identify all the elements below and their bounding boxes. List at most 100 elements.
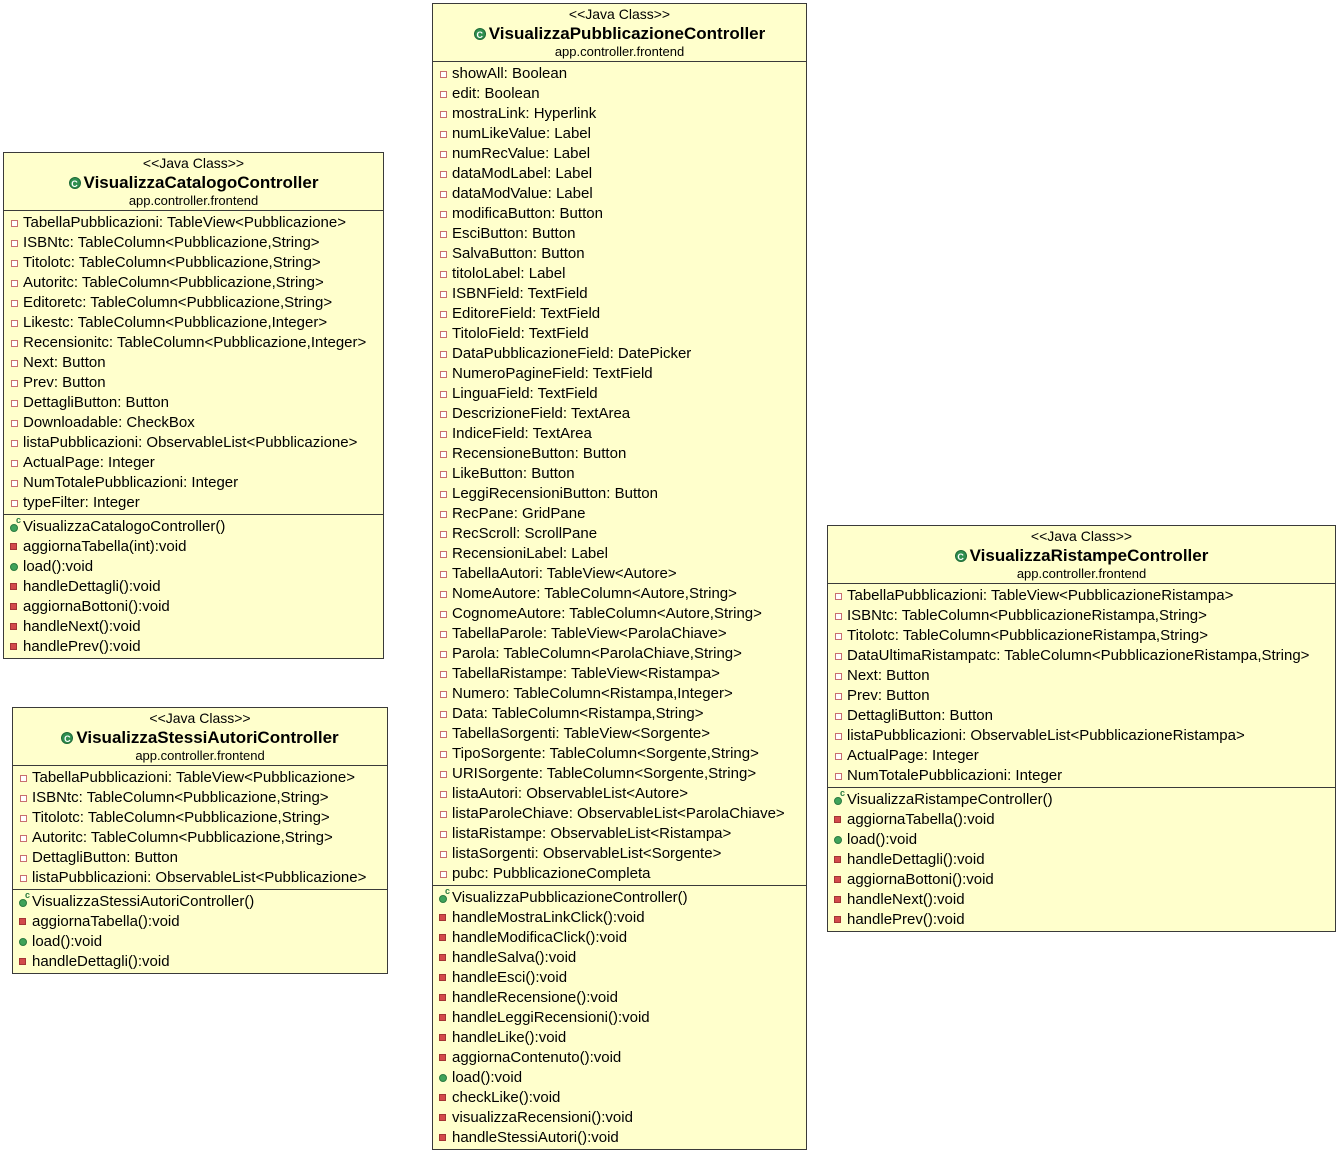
field-row[interactable]: TabellaSorgenti: TableView<Sorgente> [433, 724, 806, 744]
field-row[interactable]: TabellaPubblicazioni: TableView<Pubblica… [13, 768, 387, 788]
field-row[interactable]: mostraLink: Hyperlink [433, 104, 806, 124]
field-row[interactable]: Editoretc: TableColumn<Pubblicazione,Str… [4, 293, 383, 313]
field-row[interactable]: LikeButton: Button [433, 464, 806, 484]
field-row[interactable]: DataUltimaRistampatc: TableColumn<Pubbli… [828, 646, 1335, 666]
field-row[interactable]: RecensioniLabel: Label [433, 544, 806, 564]
field-row[interactable]: edit: Boolean [433, 84, 806, 104]
method-row[interactable]: handleDettagli():void [4, 577, 383, 597]
method-row[interactable]: load():void [4, 557, 383, 577]
field-row[interactable]: RecensioneButton: Button [433, 444, 806, 464]
method-row[interactable]: load():void [433, 1068, 806, 1088]
method-row[interactable]: VisualizzaPubblicazioneController() [433, 887, 806, 908]
method-row[interactable]: handleNext():void [4, 617, 383, 637]
field-row[interactable]: Likestc: TableColumn<Pubblicazione,Integ… [4, 313, 383, 333]
method-row[interactable]: handleDettagli():void [13, 952, 387, 972]
field-row[interactable]: TabellaPubblicazioni: TableView<Pubblica… [828, 586, 1335, 606]
field-row[interactable]: pubc: PubblicazioneCompleta [433, 864, 806, 884]
field-row[interactable]: typeFilter: Integer [4, 493, 383, 513]
method-row[interactable]: VisualizzaCatalogoController() [4, 516, 383, 537]
field-row[interactable]: Next: Button [4, 353, 383, 373]
field-row[interactable]: Next: Button [828, 666, 1335, 686]
field-row[interactable]: IndiceField: TextArea [433, 424, 806, 444]
field-row[interactable]: listaPubblicazioni: ObservableList<Pubbl… [4, 433, 383, 453]
method-row[interactable]: aggiornaTabella(int):void [4, 537, 383, 557]
field-row[interactable]: numLikeValue: Label [433, 124, 806, 144]
field-row[interactable]: ActualPage: Integer [828, 746, 1335, 766]
field-row[interactable]: NumTotalePubblicazioni: Integer [4, 473, 383, 493]
field-row[interactable]: listaSorgenti: ObservableList<Sorgente> [433, 844, 806, 864]
method-row[interactable]: aggiornaContenuto():void [433, 1048, 806, 1068]
field-row[interactable]: Autoritc: TableColumn<Pubblicazione,Stri… [13, 828, 387, 848]
field-row[interactable]: Titolotc: TableColumn<Pubblicazione,Stri… [13, 808, 387, 828]
method-row[interactable]: load():void [13, 932, 387, 952]
field-row[interactable]: modificaButton: Button [433, 204, 806, 224]
field-row[interactable]: Downloadable: CheckBox [4, 413, 383, 433]
field-row[interactable]: ISBNField: TextField [433, 284, 806, 304]
method-row[interactable]: checkLike():void [433, 1088, 806, 1108]
field-row[interactable]: listaPubblicazioni: ObservableList<Pubbl… [828, 726, 1335, 746]
field-row[interactable]: titoloLabel: Label [433, 264, 806, 284]
field-row[interactable]: EditoreField: TextField [433, 304, 806, 324]
field-row[interactable]: CognomeAutore: TableColumn<Autore,String… [433, 604, 806, 624]
method-row[interactable]: aggiornaTabella():void [828, 810, 1335, 830]
field-row[interactable]: Prev: Button [828, 686, 1335, 706]
method-row[interactable]: aggiornaBottoni():void [828, 870, 1335, 890]
method-row[interactable]: handleRecensione():void [433, 988, 806, 1008]
field-row[interactable]: LeggiRecensioniButton: Button [433, 484, 806, 504]
field-row[interactable]: NomeAutore: TableColumn<Autore,String> [433, 584, 806, 604]
field-row[interactable]: DettagliButton: Button [4, 393, 383, 413]
field-row[interactable]: TabellaParole: TableView<ParolaChiave> [433, 624, 806, 644]
method-row[interactable]: handleNext():void [828, 890, 1335, 910]
field-row[interactable]: Titolotc: TableColumn<PubblicazioneRista… [828, 626, 1335, 646]
field-row[interactable]: numRecValue: Label [433, 144, 806, 164]
field-row[interactable]: listaParoleChiave: ObservableList<Parola… [433, 804, 806, 824]
field-row[interactable]: listaRistampe: ObservableList<Ristampa> [433, 824, 806, 844]
field-row[interactable]: Prev: Button [4, 373, 383, 393]
field-row[interactable]: showAll: Boolean [433, 64, 806, 84]
field-row[interactable]: dataModValue: Label [433, 184, 806, 204]
field-row[interactable]: ISBNtc: TableColumn<Pubblicazione,String… [4, 233, 383, 253]
field-row[interactable]: LinguaField: TextField [433, 384, 806, 404]
field-row[interactable]: URISorgente: TableColumn<Sorgente,String… [433, 764, 806, 784]
field-row[interactable]: EsciButton: Button [433, 224, 806, 244]
field-row[interactable]: Titolotc: TableColumn<Pubblicazione,Stri… [4, 253, 383, 273]
field-row[interactable]: listaAutori: ObservableList<Autore> [433, 784, 806, 804]
method-row[interactable]: handleLike():void [433, 1028, 806, 1048]
field-row[interactable]: ActualPage: Integer [4, 453, 383, 473]
method-row[interactable]: handleStessiAutori():void [433, 1128, 806, 1148]
field-row[interactable]: RecScroll: ScrollPane [433, 524, 806, 544]
method-row[interactable]: aggiornaTabella():void [13, 912, 387, 932]
field-row[interactable]: NumeroPagineField: TextField [433, 364, 806, 384]
method-row[interactable]: handleMostraLinkClick():void [433, 908, 806, 928]
method-row[interactable]: VisualizzaStessiAutoriController() [13, 891, 387, 912]
method-row[interactable]: handlePrev():void [828, 910, 1335, 930]
field-row[interactable]: Numero: TableColumn<Ristampa,Integer> [433, 684, 806, 704]
field-row[interactable]: DescrizioneField: TextArea [433, 404, 806, 424]
method-row[interactable]: load():void [828, 830, 1335, 850]
field-row[interactable]: SalvaButton: Button [433, 244, 806, 264]
field-row[interactable]: ISBNtc: TableColumn<PubblicazioneRistamp… [828, 606, 1335, 626]
field-row[interactable]: Autoritc: TableColumn<Pubblicazione,Stri… [4, 273, 383, 293]
method-row[interactable]: handlePrev():void [4, 637, 383, 657]
field-row[interactable]: DataPubblicazioneField: DatePicker [433, 344, 806, 364]
field-row[interactable]: TitoloField: TextField [433, 324, 806, 344]
field-row[interactable]: DettagliButton: Button [13, 848, 387, 868]
method-row[interactable]: handleEsci():void [433, 968, 806, 988]
method-row[interactable]: visualizzaRecensioni():void [433, 1108, 806, 1128]
field-row[interactable]: TipoSorgente: TableColumn<Sorgente,Strin… [433, 744, 806, 764]
field-row[interactable]: Parola: TableColumn<ParolaChiave,String> [433, 644, 806, 664]
field-row[interactable]: listaPubblicazioni: ObservableList<Pubbl… [13, 868, 387, 888]
field-row[interactable]: TabellaAutori: TableView<Autore> [433, 564, 806, 584]
method-row[interactable]: handleDettagli():void [828, 850, 1335, 870]
method-row[interactable]: handleLeggiRecensioni():void [433, 1008, 806, 1028]
field-row[interactable]: RecPane: GridPane [433, 504, 806, 524]
method-row[interactable]: handleModificaClick():void [433, 928, 806, 948]
field-row[interactable]: Recensionitc: TableColumn<Pubblicazione,… [4, 333, 383, 353]
field-row[interactable]: NumTotalePubblicazioni: Integer [828, 766, 1335, 786]
method-row[interactable]: aggiornaBottoni():void [4, 597, 383, 617]
field-row[interactable]: TabellaRistampe: TableView<Ristampa> [433, 664, 806, 684]
